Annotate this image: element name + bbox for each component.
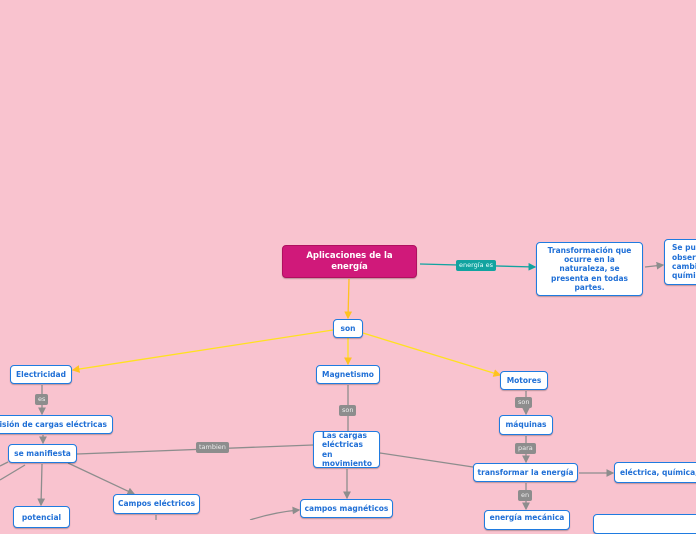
link-label-tambien: tambien <box>196 442 229 453</box>
node-se-puede[interactable]: Se puede observar cambios químicos <box>664 239 696 285</box>
main-topic[interactable]: Aplicaciones de la energía <box>282 245 417 278</box>
node-energia-mecanica[interactable]: energía mecánica <box>484 510 570 530</box>
node-emision[interactable]: Emisión de cargas eléctricas <box>0 415 113 434</box>
node-magnetismo[interactable]: Magnetismo <box>316 365 380 384</box>
node-maquinas[interactable]: máquinas <box>499 415 553 435</box>
node-motores[interactable]: Motores <box>500 371 548 390</box>
link-label-para: para <box>515 443 536 454</box>
node-electrica-quimica[interactable]: eléctrica, química, <box>614 462 696 483</box>
link-label-energia-es: energía es <box>456 260 497 271</box>
link-label-es: es <box>35 394 49 405</box>
node-se-manifiesta[interactable]: se manifiesta <box>8 444 77 463</box>
link-label-son: son <box>339 405 357 416</box>
node-potencial[interactable]: potencial <box>13 506 70 528</box>
node-transformar[interactable]: transformar la energía <box>473 463 578 482</box>
node-electricidad[interactable]: Electricidad <box>10 365 72 384</box>
node-campos-magneticos[interactable]: campos magnéticos <box>300 499 393 518</box>
node-empty[interactable] <box>593 514 696 534</box>
node-campos-electricos[interactable]: Campos eléctricos <box>113 494 200 514</box>
node-son[interactable]: son <box>333 319 363 338</box>
link-label-son-motores: son <box>515 397 533 408</box>
link-label-en: en <box>518 490 533 501</box>
node-cargas[interactable]: Las cargas eléctricas en movimiento <box>313 431 380 468</box>
node-transformacion[interactable]: Transformación que ocurre en la naturale… <box>536 242 643 296</box>
